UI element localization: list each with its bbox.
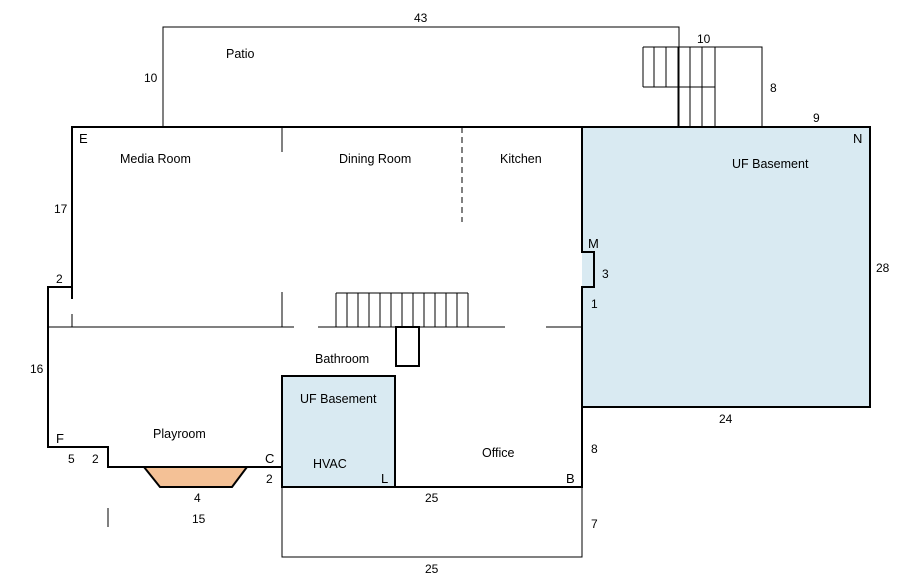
room-label-kitchen: Kitchen (500, 152, 542, 166)
corner-label-b: B (566, 471, 575, 486)
dim-basement-bottom: 24 (719, 412, 733, 426)
patio-outline (162, 26, 680, 127)
uf-basement-main-area (582, 127, 870, 407)
room-label-media-room: Media Room (120, 152, 191, 166)
dim-addition-bottom: 25 (425, 562, 439, 576)
dim-bottom-left-5: 5 (68, 452, 75, 466)
exterior-stairs (642, 46, 763, 127)
lower-addition-outline (281, 487, 583, 558)
dim-window: 4 (194, 491, 201, 505)
dim-patio-left: 10 (144, 71, 158, 85)
room-label-uf-basement-small: UF Basement (300, 392, 377, 406)
corner-label-l: L (381, 471, 388, 486)
exterior-walls (47, 126, 871, 488)
corner-label-c: C (265, 451, 274, 466)
room-label-patio: Patio (226, 47, 255, 61)
room-label-hvac: HVAC (313, 457, 347, 471)
corner-label-n: N (853, 131, 862, 146)
dim-hvac-step: 2 (266, 472, 273, 486)
room-label-bathroom: Bathroom (315, 352, 369, 366)
dim-notch-below: 1 (591, 297, 598, 311)
corner-label-m: M (588, 236, 599, 251)
dim-patio-top: 43 (414, 11, 428, 25)
room-label-uf-basement-main: UF Basement (732, 157, 809, 171)
window-well (141, 466, 249, 488)
dim-office-bottom: 25 (425, 491, 439, 505)
dim-media-left: 17 (54, 202, 68, 216)
dim-playroom-left: 16 (30, 362, 44, 376)
dim-step-left: 2 (56, 272, 63, 286)
room-label-dining-room: Dining Room (339, 152, 411, 166)
dim-stairs-top: 10 (697, 32, 711, 46)
interior-stairs (335, 292, 469, 327)
corner-label-f: F (56, 431, 64, 446)
dim-notch: 3 (602, 267, 609, 281)
room-label-office: Office (482, 446, 514, 460)
dim-addition-right: 7 (591, 517, 598, 531)
dim-stairs-right: 8 (770, 81, 777, 95)
support-column (395, 326, 420, 367)
dim-lower-left: 15 (192, 512, 206, 526)
corner-label-e: E (79, 131, 88, 146)
dim-bottom-left-2: 2 (92, 452, 99, 466)
dim-office-right: 8 (591, 442, 598, 456)
uf-basement-small-area (282, 376, 395, 487)
room-label-playroom: Playroom (153, 427, 206, 441)
dim-basement-right: 28 (876, 261, 890, 275)
dim-ledge-right: 9 (813, 111, 820, 125)
